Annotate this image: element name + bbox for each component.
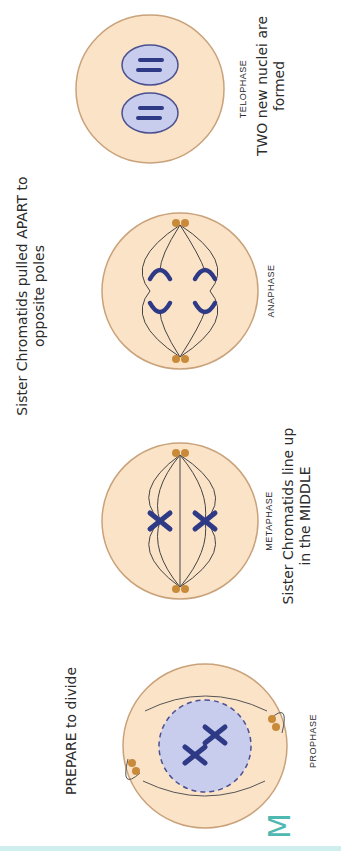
cell-stage: METAPHASE Sister Chromatids line up in th… [90,421,330,611]
cell-stage: Sister Chromatids pulled APART to opposi… [8,166,288,426]
anaphase-cell [102,213,258,369]
telophase-cell [76,15,224,163]
prophase-cell [123,664,287,828]
metaphase-cell [102,443,258,599]
stage-name: TELOPHASE [238,39,249,139]
cell-stage: PREPARE to divide PROPHASE [55,631,330,831]
step-note: Sister Chromatids line up in the MIDDLE [280,421,314,611]
step-note: Sister Chromatids pulled APART to opposi… [14,171,48,421]
step-note: PREPARE to divide [63,641,80,821]
stage-name: ANAPHASE [266,241,277,341]
cell-stage: TELOPHASE TWO new nuclei are formed [60,6,310,166]
stage-name: METAPHASE [264,471,275,571]
step-note: TWO new nuclei are formed [254,6,288,166]
stage-name: PROPHASE [308,691,319,791]
phase-letter: M [262,813,297,839]
